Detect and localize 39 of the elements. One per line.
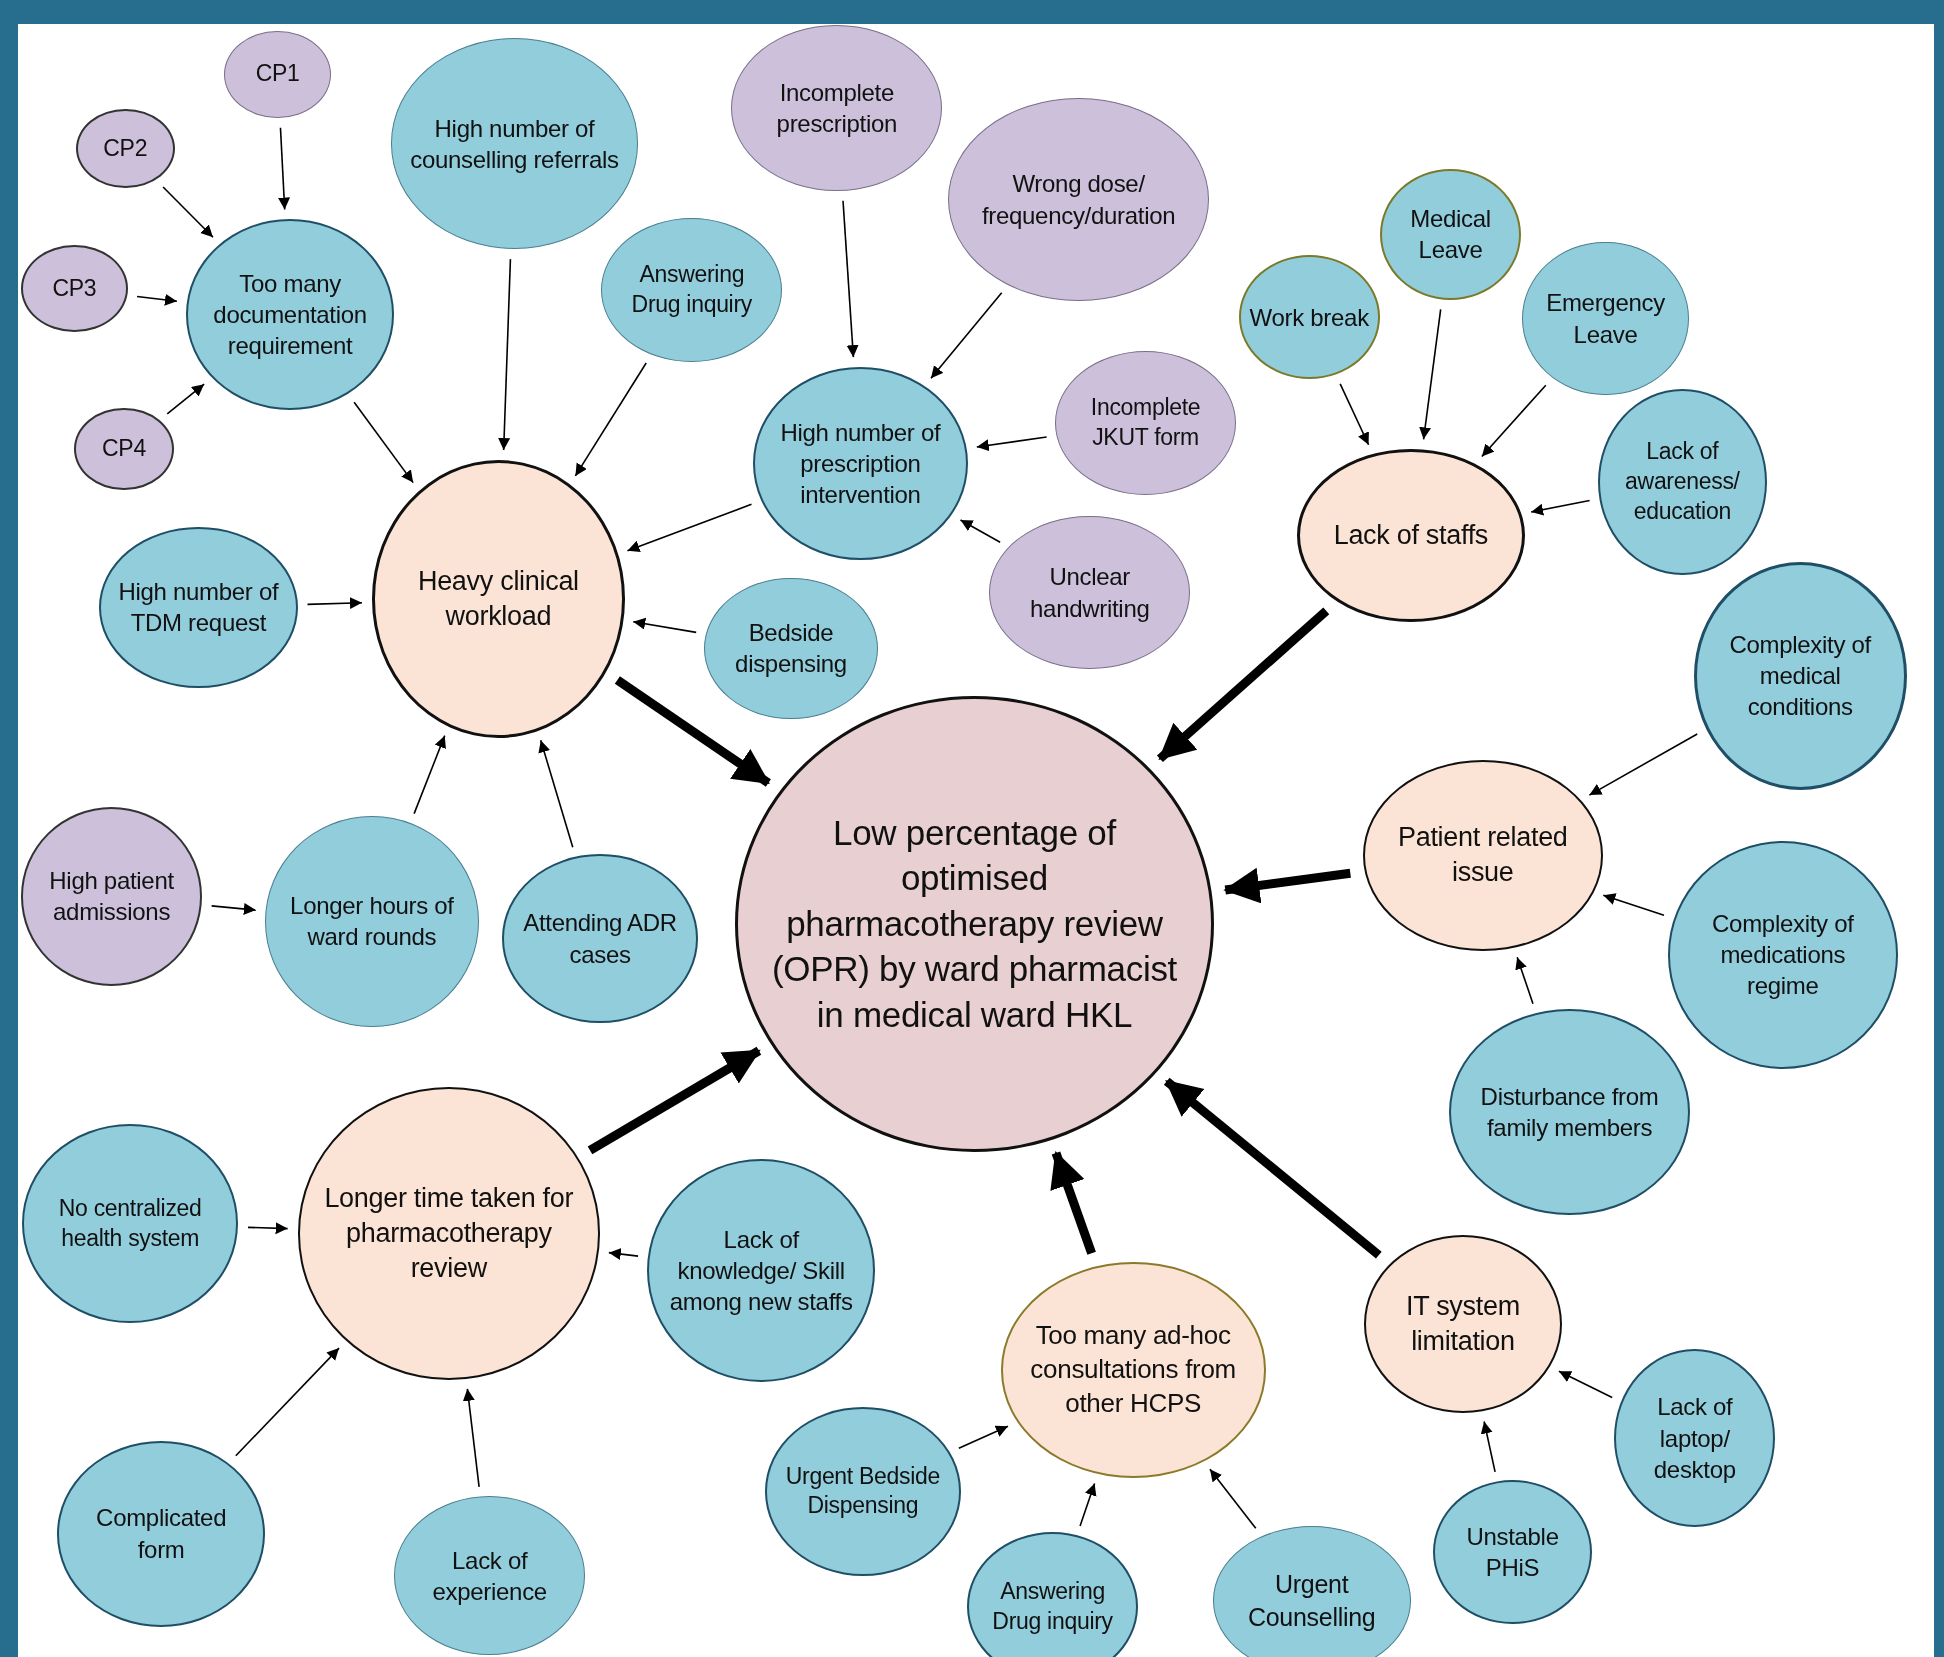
arrow (1156, 607, 1330, 763)
arrow (626, 503, 753, 553)
arrow (1602, 893, 1665, 917)
arrow (1530, 499, 1591, 516)
arrow (959, 519, 1001, 543)
arrow (958, 1425, 1009, 1450)
arrow (136, 293, 178, 306)
arrow (498, 258, 512, 451)
arrow (1339, 383, 1370, 446)
arrow (306, 597, 363, 610)
arrow (976, 436, 1048, 452)
arrow (1223, 867, 1351, 904)
arrow (842, 200, 859, 358)
arrow (1419, 308, 1442, 441)
arrow (247, 1222, 289, 1235)
arrow (210, 903, 257, 915)
arrow (574, 362, 647, 477)
arrow (614, 676, 771, 787)
arrow (632, 617, 697, 634)
arrow (930, 291, 1003, 380)
arrow (1515, 956, 1534, 1005)
arrow (1163, 1077, 1382, 1259)
arrow (353, 401, 414, 484)
arrow (1481, 384, 1547, 458)
arrow (162, 186, 214, 238)
arrow (1209, 1468, 1257, 1530)
arrow (278, 126, 291, 211)
arrow (462, 1388, 480, 1488)
arrow (538, 739, 574, 849)
arrow (166, 383, 205, 415)
arrow (1079, 1482, 1097, 1527)
arrow (413, 734, 446, 815)
arrow (1480, 1420, 1496, 1473)
arrow (1050, 1151, 1096, 1255)
arrow (587, 1046, 762, 1155)
arrow (1588, 733, 1699, 796)
arrow (608, 1248, 639, 1261)
arrow (235, 1347, 340, 1457)
arrow (1558, 1370, 1613, 1399)
